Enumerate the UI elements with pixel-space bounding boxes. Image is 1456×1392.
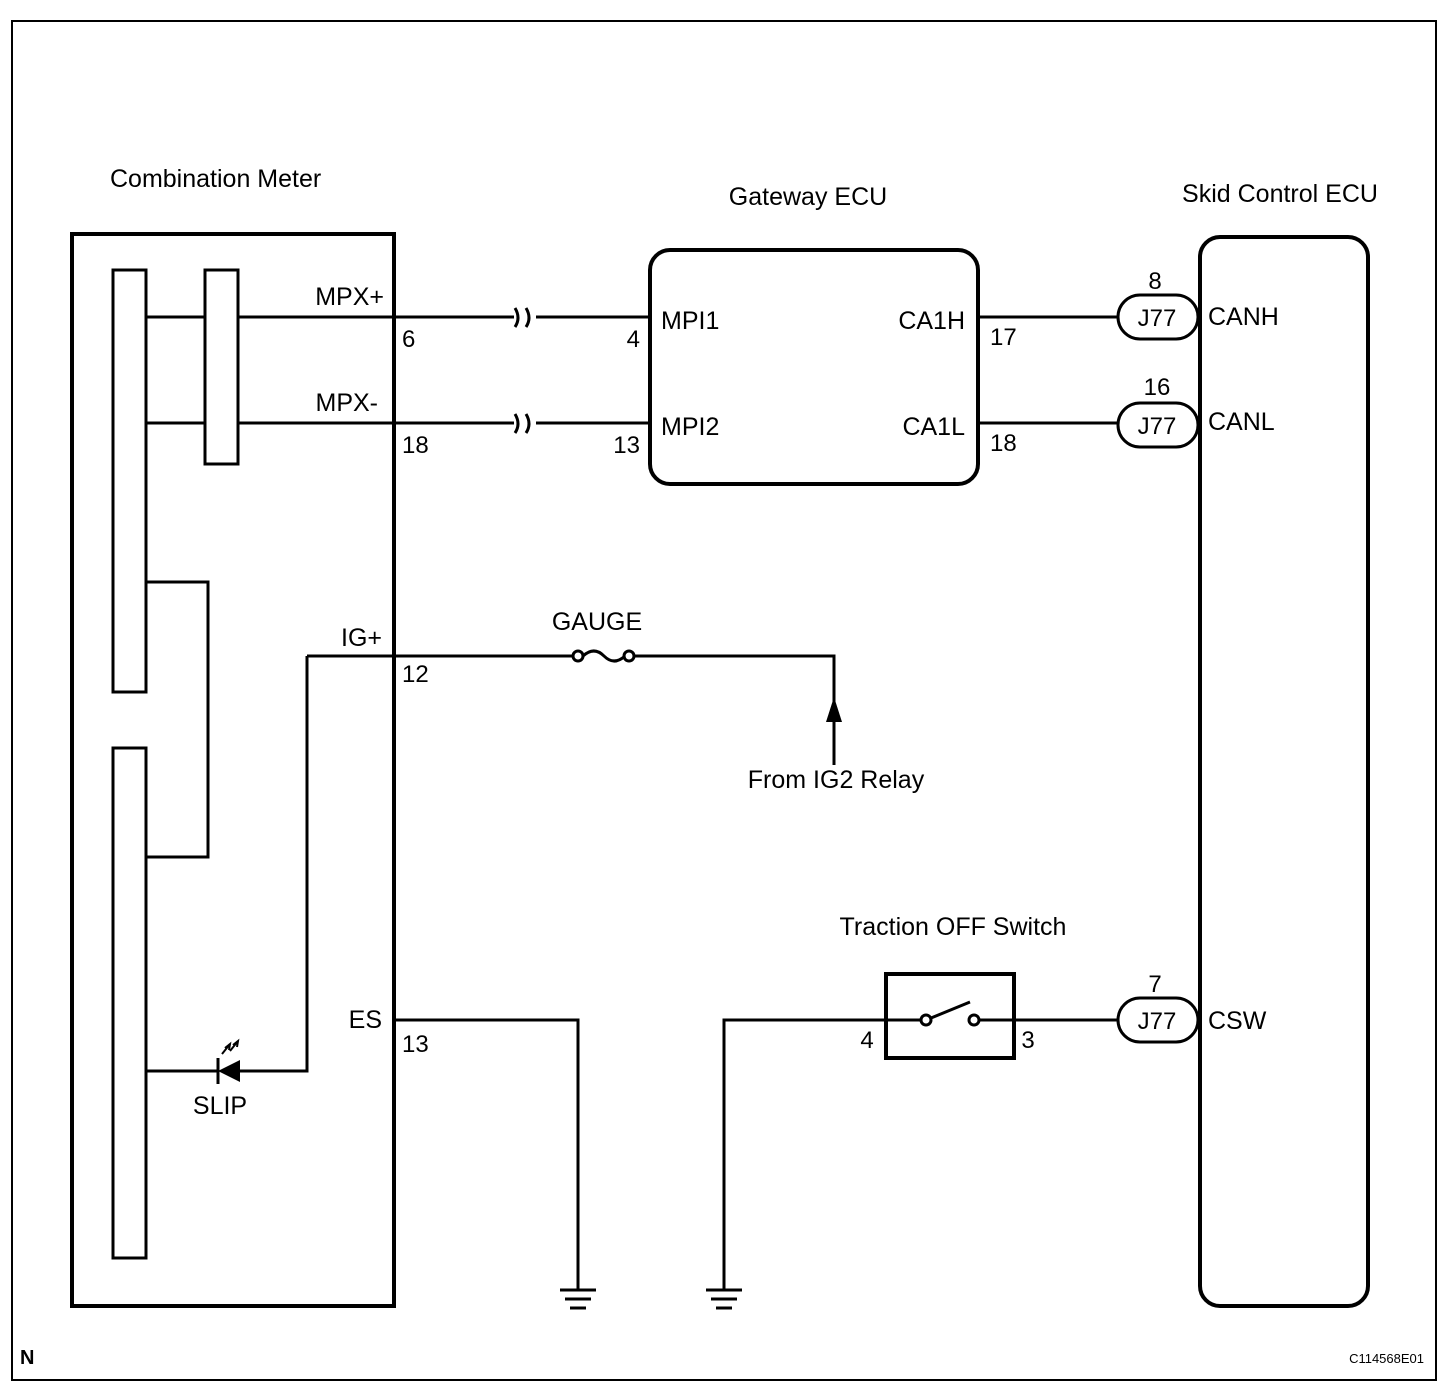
pin-number: 4 [860,1027,873,1054]
terminal-name: MPI2 [661,413,719,441]
pin-number: 8 [1148,268,1161,295]
fuse-terminal [571,649,585,663]
ig-plus-wire [634,654,836,718]
figure-code: C114568E01 [1349,1351,1424,1366]
combination-meter-box [70,232,396,1308]
arrow-up-icon [826,697,842,722]
slip-indicator-label: SLIP [193,1092,247,1120]
pin-number: 3 [1021,1027,1034,1054]
ig2-relay-label: From IG2 Relay [748,766,925,794]
es-ground-wire [394,1018,580,1290]
gauge-fuse-label: GAUGE [552,608,642,636]
gateway-ecu-label: Gateway ECU [729,183,887,211]
meter-multiplex-module [203,268,240,466]
combination-meter-label: Combination Meter [110,165,321,193]
light-emission-icon [224,1038,240,1051]
pin-number: 7 [1148,971,1161,998]
switch-icon [930,1000,971,1020]
terminal-name: IG+ [341,624,382,652]
fuse-terminal [622,649,636,663]
meter-internal-bar-lower [111,746,148,1260]
traction-off-switch-box [884,972,1016,1060]
connector-label: J77 [1138,1008,1177,1035]
gateway-ecu-box [648,248,980,486]
led-icon [218,1060,240,1082]
wire-break-icon [513,413,531,434]
terminal-name: MPI1 [661,307,719,335]
pin-number: 6 [402,326,415,353]
junction-connector [1116,401,1200,449]
traction-off-switch-label: Traction OFF Switch [840,913,1067,941]
ground-icon [706,1288,742,1310]
terminal-name: ES [349,1006,382,1034]
pin-number: 18 [990,430,1017,457]
terminal-name: MPX+ [315,283,384,311]
wire-break-icon [513,307,531,328]
pin-number: 4 [627,326,640,353]
terminal-name: MPX- [316,389,379,417]
terminal-name: CANL [1208,408,1275,436]
switch-ground-wire [722,1018,886,1290]
gauge-fuse-icon [581,649,627,663]
terminal-name: CA1L [902,413,965,441]
slip-indicator-wire [240,656,309,1073]
terminal-name: CANH [1208,303,1279,331]
ground-icon [560,1288,596,1310]
pin-number: 17 [990,324,1017,351]
terminal-name: CSW [1208,1007,1267,1035]
meter-internal-wire [146,580,210,859]
pin-number: 12 [402,661,429,688]
pin-number: 18 [402,432,429,459]
junction-connector [1116,293,1200,341]
connector-label: J77 [1138,413,1177,440]
skid-control-ecu-label: Skid Control ECU [1182,180,1378,208]
meter-internal-bar-upper [111,268,148,694]
skid-control-ecu-box [1198,235,1370,1308]
corner-code: N [20,1347,34,1369]
pin-number: 16 [1144,374,1171,401]
connector-label: J77 [1138,305,1177,332]
diagram-frame [11,20,1437,1381]
pin-number: 13 [402,1031,429,1058]
pin-number: 13 [613,432,640,459]
terminal-name: CA1H [898,307,965,335]
